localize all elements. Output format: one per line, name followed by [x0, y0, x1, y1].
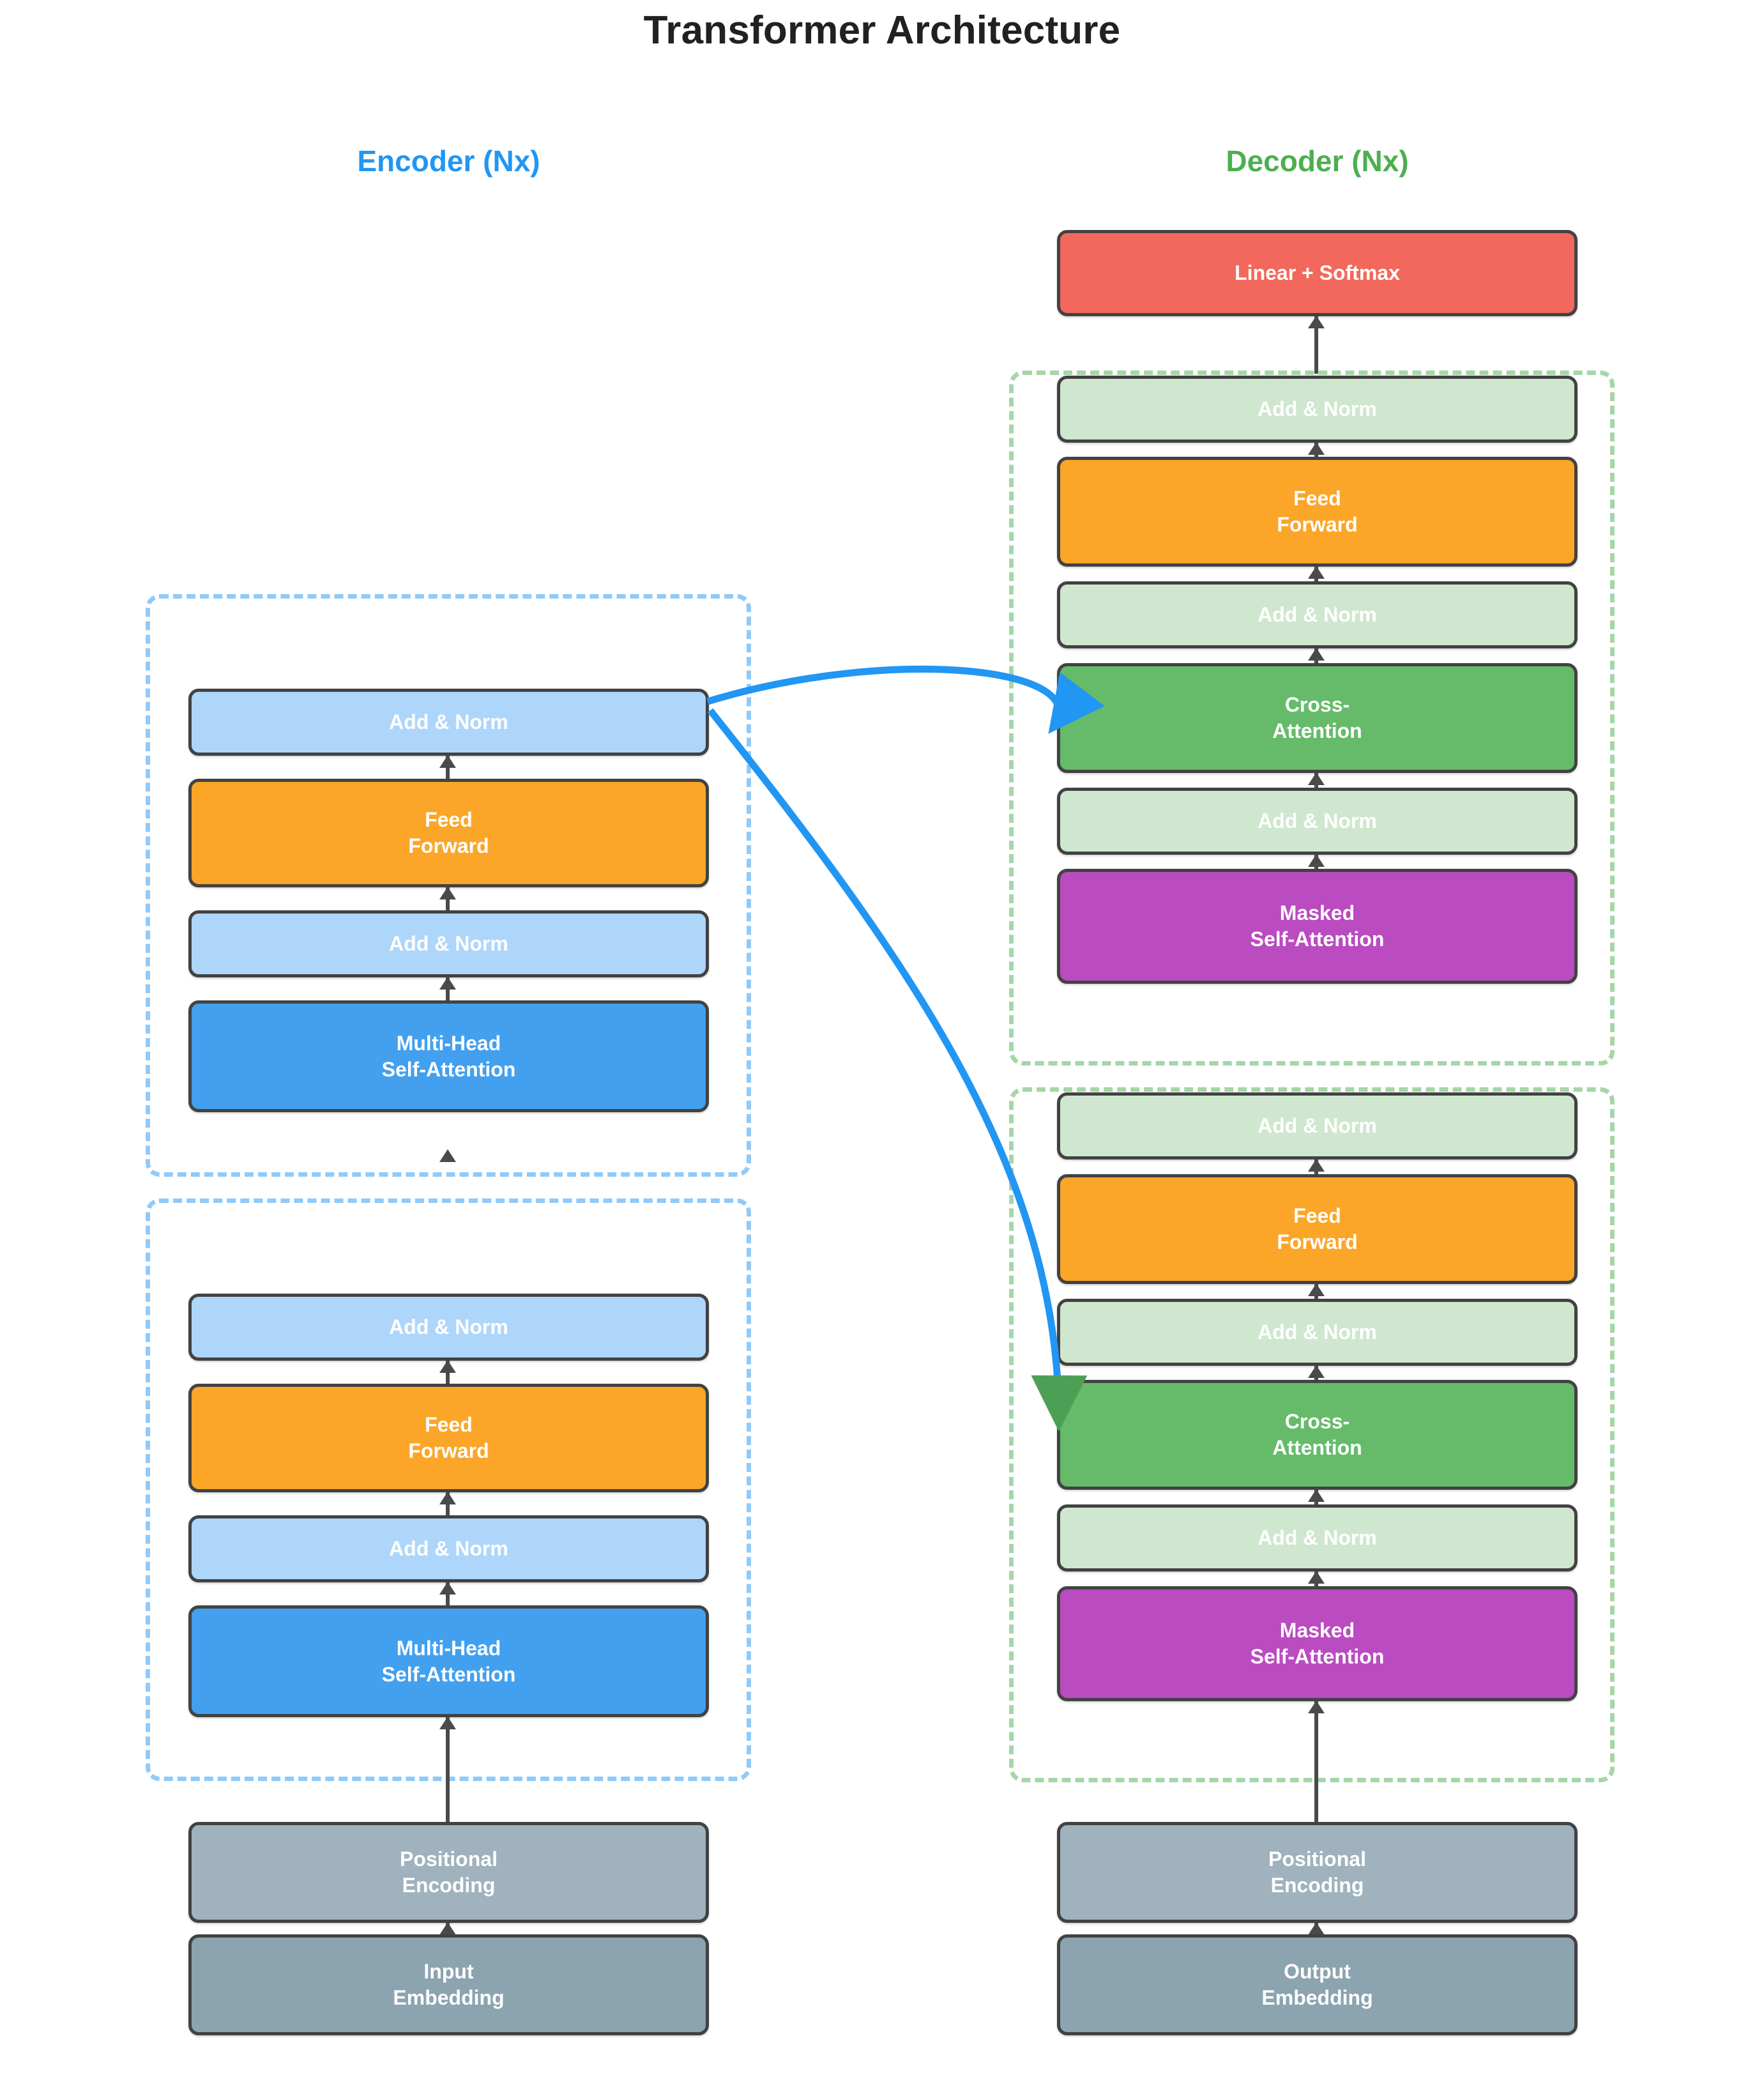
decoder-output-embedding[interactable]: Output Embedding — [1057, 1934, 1578, 2035]
decoder-layer-1-arrow-addnorm-to-cross — [1314, 1490, 1318, 1507]
encoder-input-embedding[interactable]: Input Embedding — [188, 1934, 709, 2035]
encoder-layer-1-arrow-ff-to-addnorm — [446, 1361, 450, 1384]
encoder-layer-1-feed-forward[interactable]: Feed Forward — [188, 1384, 709, 1492]
decoder-layer-1-feed-forward[interactable]: Feed Forward — [1057, 1174, 1578, 1284]
decoder-layer-2-arrow-masked-to-addnorm — [1314, 855, 1318, 872]
decoder-arrow-stack-to-linear — [1314, 316, 1318, 374]
cross-link-to-decoder-layer-1 — [707, 708, 1088, 1432]
decoder-layer-2-feed-forward[interactable]: Feed Forward — [1057, 457, 1578, 567]
decoder-linear-softmax[interactable]: Linear + Softmax — [1057, 230, 1578, 316]
decoder-column-title: Decoder (Nx) — [1226, 144, 1409, 178]
decoder-layer-1-arrow-masked-to-addnorm — [1314, 1572, 1318, 1589]
decoder-layer-2-arrow-addnorm-to-cross — [1314, 773, 1318, 790]
decoder-layer-1-arrow-cross-to-addnorm — [1314, 1366, 1318, 1383]
decoder-layer-2-arrow-ff-to-addnorm — [1314, 443, 1318, 460]
decoder-layer-1-add-norm-3[interactable]: Add & Norm — [1057, 1092, 1578, 1159]
encoder-positional-encoding[interactable]: Positional Encoding — [188, 1822, 709, 1923]
encoder-arrow-posenc-to-stack — [446, 1717, 450, 1822]
encoder-layer-1-arrow-mhsa-to-addnorm — [446, 1582, 450, 1605]
decoder-arrow-posenc-to-stack — [1314, 1701, 1318, 1822]
encoder-layer-1-add-norm-2[interactable]: Add & Norm — [188, 1294, 709, 1361]
cross-link-to-decoder-layer-2 — [706, 665, 1105, 734]
decoder-layer-2-arrow-addnorm-to-ff — [1314, 567, 1318, 584]
decoder-layer-1-add-norm-1[interactable]: Add & Norm — [1057, 1504, 1578, 1572]
encoder-layer-2-feed-forward[interactable]: Feed Forward — [188, 779, 709, 887]
encoder-layer-2-arrow-ff-to-addnorm — [446, 756, 450, 779]
encoder-layer-2-multi-head-self-attention[interactable]: Multi-Head Self-Attention — [188, 1000, 709, 1112]
encoder-column-title: Encoder (Nx) — [357, 144, 540, 178]
decoder-layer-2-add-norm-2[interactable]: Add & Norm — [1057, 581, 1578, 648]
decoder-layer-2-add-norm-1[interactable]: Add & Norm — [1057, 788, 1578, 855]
decoder-layer-2-masked-self-attention[interactable]: Masked Self-Attention — [1057, 869, 1578, 984]
decoder-layer-2-add-norm-3[interactable]: Add & Norm — [1057, 376, 1578, 443]
decoder-layer-1-masked-self-attention[interactable]: Masked Self-Attention — [1057, 1586, 1578, 1701]
decoder-positional-encoding[interactable]: Positional Encoding — [1057, 1822, 1578, 1923]
encoder-layer-2-add-norm-1[interactable]: Add & Norm — [188, 910, 709, 977]
page-title: Transformer Architecture — [643, 8, 1121, 52]
decoder-layer-1-arrow-ff-to-addnorm — [1314, 1159, 1318, 1177]
decoder-layer-1-add-norm-2[interactable]: Add & Norm — [1057, 1299, 1578, 1366]
decoder-layer-1-cross-attention[interactable]: Cross- Attention — [1057, 1380, 1578, 1490]
decoder-layer-1-arrow-addnorm-to-ff — [1314, 1284, 1318, 1301]
decoder-layer-1-group — [1009, 1087, 1615, 1782]
encoder-layer-1-add-norm-1[interactable]: Add & Norm — [188, 1515, 709, 1582]
decoder-layer-2-arrow-cross-to-addnorm — [1314, 648, 1318, 666]
decoder-arrow-embedding-to-posenc — [1314, 1923, 1318, 1936]
encoder-layer-1-arrow-addnorm-to-ff — [446, 1492, 450, 1515]
encoder-layer-2-add-norm-2[interactable]: Add & Norm — [188, 689, 709, 756]
encoder-layer-2-arrow-mhsa-to-addnorm — [446, 977, 450, 1000]
encoder-arrow-embedding-to-posenc — [446, 1923, 450, 1936]
encoder-layer-1-multi-head-self-attention[interactable]: Multi-Head Self-Attention — [188, 1605, 709, 1717]
decoder-layer-2-cross-attention[interactable]: Cross- Attention — [1057, 663, 1578, 773]
encoder-layer-2-arrow-addnorm-to-ff — [446, 887, 450, 910]
